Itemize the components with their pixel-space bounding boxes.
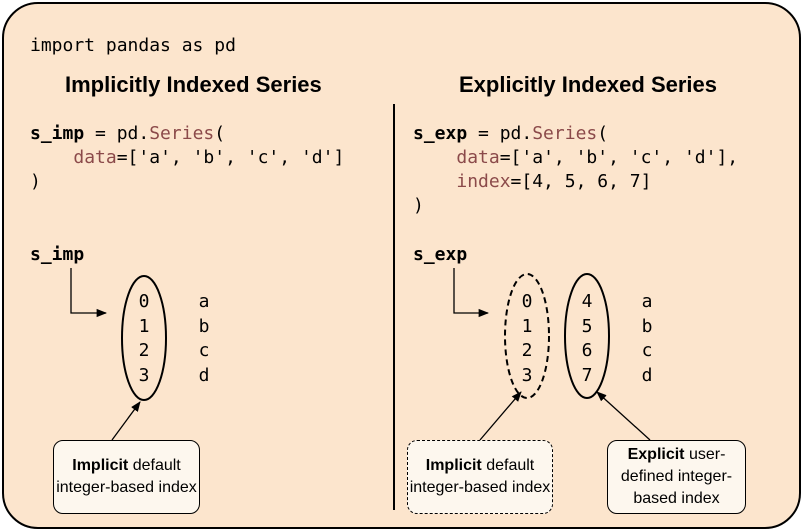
left-implicit-index-ellipse xyxy=(121,275,167,401)
right-implicit-callout: Implicit default integer-based index xyxy=(407,440,553,514)
left-code-assign: = pd. xyxy=(84,123,150,144)
value-cell: c xyxy=(198,340,210,361)
right-code-assign: = pd. xyxy=(467,123,533,144)
right-code-fn: Series xyxy=(532,123,598,144)
value-cell: a xyxy=(198,291,210,312)
right-code-open: ( xyxy=(597,123,609,144)
right-code-line-3: index=[4, 5, 6, 7] xyxy=(413,170,651,194)
callout-bold: Implicit xyxy=(425,457,482,474)
index-cell: 3 xyxy=(138,364,150,386)
right-implicit-index-column: 0 1 2 3 xyxy=(516,290,538,388)
callout-rest: user-defined integer-based index xyxy=(620,446,733,507)
left-pointer-arrow xyxy=(70,268,108,318)
value-cell: b xyxy=(641,315,653,337)
right-heading: Explicitly Indexed Series xyxy=(459,72,718,97)
index-cell: 1 xyxy=(138,315,150,337)
left-values-column: a b c d xyxy=(193,290,215,388)
value-cell: c xyxy=(641,340,653,361)
value-cell: a xyxy=(641,291,653,312)
left-code-line-2: data=['a', 'b', 'c', 'd'] xyxy=(30,146,344,170)
right-explicit-index-column: 4 5 6 7 xyxy=(576,290,598,388)
column-divider xyxy=(393,104,395,510)
left-code-var: s_imp xyxy=(30,123,85,144)
left-code-data-kw: data xyxy=(73,147,117,168)
index-cell: 3 xyxy=(521,364,533,386)
right-code-data-kw: data xyxy=(456,147,500,168)
left-implicit-callout: Implicit default integer-based index xyxy=(53,440,200,514)
index-cell: 1 xyxy=(521,315,533,337)
callout-bold: Explicit xyxy=(627,446,685,463)
right-implicit-index-ellipse xyxy=(504,273,550,399)
index-cell: 6 xyxy=(581,340,593,361)
left-code-fn: Series xyxy=(149,123,215,144)
right-var-label: s_exp xyxy=(413,244,468,265)
value-cell: d xyxy=(641,364,653,386)
right-code-line-1: s_exp = pd.Series( xyxy=(413,122,608,146)
left-code-data-val: =['a', 'b', 'c', 'd'] xyxy=(116,147,345,168)
callout-bold: Implicit xyxy=(72,457,129,474)
import-line: import pandas as pd xyxy=(30,35,236,56)
right-code-index-kw: index xyxy=(456,171,511,192)
right-explicit-callout-arrow xyxy=(596,391,651,441)
callout-rest: default integer-based index xyxy=(56,457,197,496)
value-cell: b xyxy=(198,315,210,337)
index-cell: 0 xyxy=(521,291,533,312)
callout-text: Implicit default integer-based index xyxy=(408,455,552,499)
index-cell: 5 xyxy=(581,315,593,337)
left-heading: Implicitly Indexed Series xyxy=(65,72,322,97)
right-code-close: ) xyxy=(413,195,424,216)
right-explicit-callout: Explicit user-defined integer-based inde… xyxy=(607,440,746,514)
index-cell: 7 xyxy=(581,364,593,386)
left-code-close: ) xyxy=(30,171,41,192)
index-cell: 0 xyxy=(138,291,150,312)
left-code-line-1: s_imp = pd.Series( xyxy=(30,122,225,146)
right-implicit-callout-arrow xyxy=(479,391,522,441)
callout-text: Explicit user-defined integer-based inde… xyxy=(608,444,745,510)
index-cell: 2 xyxy=(138,340,150,361)
left-code-open: ( xyxy=(214,123,226,144)
right-explicit-index-ellipse xyxy=(564,273,610,399)
left-callout-arrow xyxy=(111,401,141,441)
right-values-column: a b c d xyxy=(636,290,658,388)
right-pointer-arrow xyxy=(453,268,490,318)
left-var-label: s_imp xyxy=(30,244,85,265)
right-code-line-2: data=['a', 'b', 'c', 'd'], xyxy=(413,146,738,170)
index-cell: 2 xyxy=(521,340,533,361)
value-cell: d xyxy=(198,364,210,386)
callout-rest: default integer-based index xyxy=(409,457,551,496)
right-code-var: s_exp xyxy=(413,123,468,144)
index-cell: 4 xyxy=(581,291,593,312)
left-implicit-index-column: 0 1 2 3 xyxy=(133,290,155,388)
callout-text: Implicit default integer-based index xyxy=(54,455,199,499)
right-code-data-val: =['a', 'b', 'c', 'd'], xyxy=(499,147,739,168)
right-code-index-val: =[4, 5, 6, 7] xyxy=(510,171,652,192)
